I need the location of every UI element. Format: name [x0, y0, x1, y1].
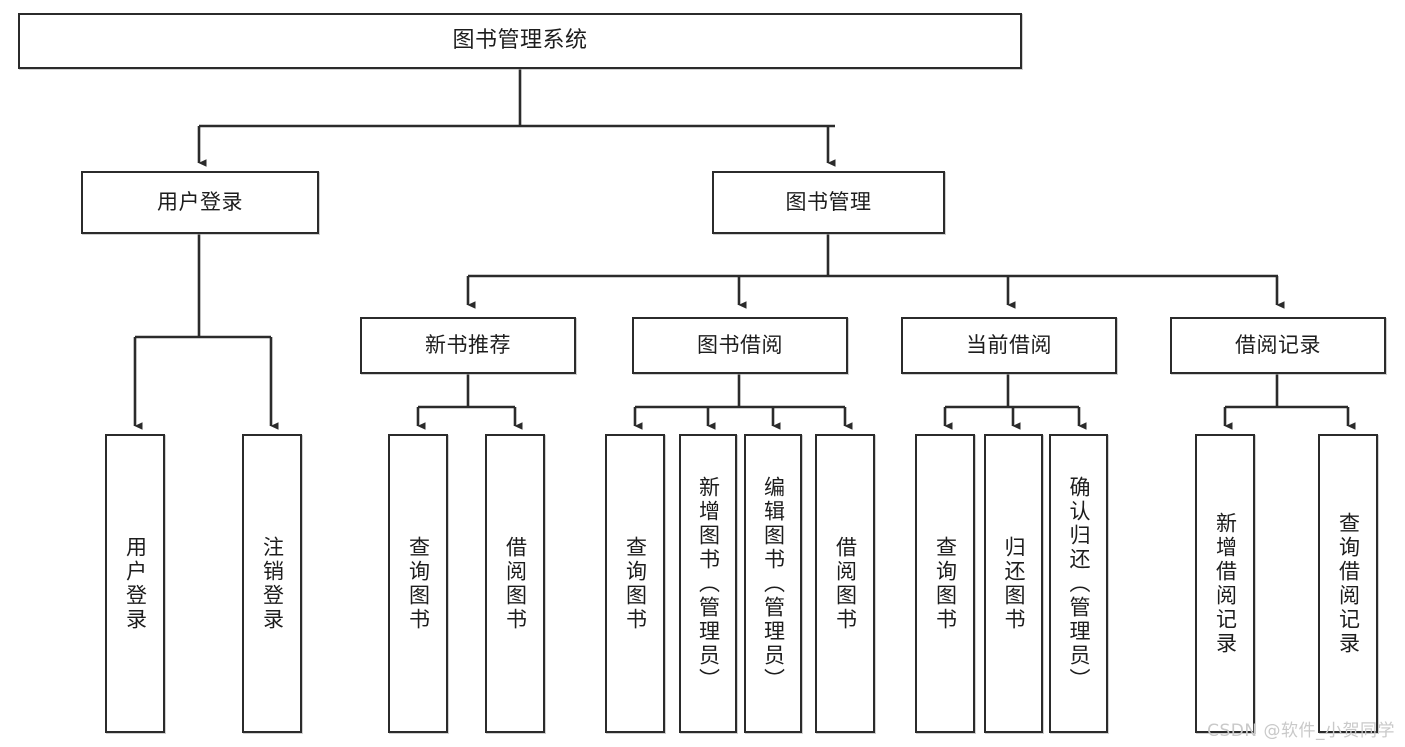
node-root-book-management-system[interactable]: 图书管理系统 [18, 13, 1022, 69]
node-leaf-borrow-book-2[interactable]: 借阅图书 [815, 434, 875, 733]
node-user-login[interactable]: 用户登录 [81, 171, 319, 234]
node-leaf-borrow-book-1[interactable]: 借阅图书 [485, 434, 545, 733]
node-leaf-add-book[interactable]: 新增图书（管理员） [679, 434, 737, 733]
node-leaf-add-record-label: 新增借阅记录 [1213, 511, 1238, 656]
csdn-watermark: CSDN @软件_小贺同学 [1207, 721, 1395, 741]
node-leaf-query-record-label: 查询借阅记录 [1336, 511, 1361, 656]
node-leaf-query-book-3[interactable]: 查询图书 [915, 434, 975, 733]
node-leaf-add-book-label: 新增图书（管理员） [696, 475, 721, 692]
node-user-login-label: 用户登录 [157, 190, 243, 215]
node-root-label: 图书管理系统 [452, 28, 588, 54]
node-leaf-query-book-1[interactable]: 查询图书 [388, 434, 448, 733]
node-leaf-query-book-2-label: 查询图书 [623, 535, 648, 632]
node-leaf-query-book-2[interactable]: 查询图书 [605, 434, 665, 733]
node-leaf-return-book-label: 归还图书 [1002, 535, 1027, 632]
node-book-borrow[interactable]: 图书借阅 [632, 317, 848, 374]
node-book-management-label: 图书管理 [785, 190, 872, 215]
node-borrow-record[interactable]: 借阅记录 [1170, 317, 1386, 374]
node-current-borrow[interactable]: 当前借阅 [901, 317, 1117, 374]
node-new-book-recommend-label: 新书推荐 [425, 333, 511, 358]
node-leaf-query-book-1-label: 查询图书 [406, 535, 431, 632]
node-leaf-confirm-return-label: 确认归还（管理员） [1067, 475, 1092, 692]
node-borrow-record-label: 借阅记录 [1235, 333, 1321, 358]
node-leaf-logout-login-label: 注销登录 [260, 535, 285, 632]
node-leaf-borrow-book-1-label: 借阅图书 [503, 535, 528, 632]
node-leaf-confirm-return[interactable]: 确认归还（管理员） [1049, 434, 1108, 733]
node-book-borrow-label: 图书借阅 [697, 333, 783, 358]
node-leaf-edit-book-label: 编辑图书（管理员） [761, 475, 786, 692]
node-leaf-add-record[interactable]: 新增借阅记录 [1195, 434, 1255, 733]
node-leaf-logout-login[interactable]: 注销登录 [242, 434, 302, 733]
node-leaf-edit-book[interactable]: 编辑图书（管理员） [744, 434, 802, 733]
node-new-book-recommend[interactable]: 新书推荐 [360, 317, 576, 374]
node-leaf-return-book[interactable]: 归还图书 [984, 434, 1043, 733]
node-leaf-user-login-label: 用户登录 [123, 535, 148, 632]
node-leaf-query-record[interactable]: 查询借阅记录 [1318, 434, 1378, 733]
node-leaf-user-login[interactable]: 用户登录 [105, 434, 165, 733]
node-leaf-query-book-3-label: 查询图书 [933, 535, 958, 632]
node-leaf-borrow-book-2-label: 借阅图书 [833, 535, 858, 632]
node-current-borrow-label: 当前借阅 [966, 333, 1052, 358]
node-book-management[interactable]: 图书管理 [712, 171, 945, 234]
